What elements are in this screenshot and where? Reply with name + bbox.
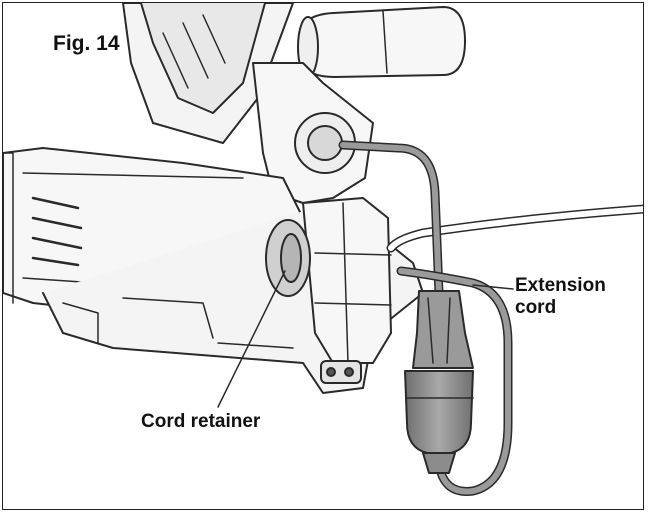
- cord-retainer-leader: [217, 270, 286, 408]
- cord-retainer-clip: [302, 197, 392, 364]
- plug-socket: [404, 370, 474, 454]
- bottom-screw: [320, 360, 362, 384]
- plug-body: [412, 290, 474, 369]
- plug-tail: [422, 452, 456, 474]
- vent-slots: [31, 196, 83, 267]
- extension-cord-label: Extension cord: [515, 275, 606, 319]
- extension-cord-label-line2: cord: [515, 297, 557, 318]
- cord-retainer-label: Cord retainer: [141, 411, 261, 432]
- figure-frame: Fig. 14 Extension cord Cord retainer: [2, 2, 644, 510]
- saw-illustration: [3, 3, 643, 496]
- handle-grip-top: [140, 3, 266, 114]
- extension-cord-label-line1: Extension: [515, 275, 606, 296]
- figure-title: Fig. 14: [53, 32, 120, 55]
- extension-cord-leader: [472, 284, 514, 290]
